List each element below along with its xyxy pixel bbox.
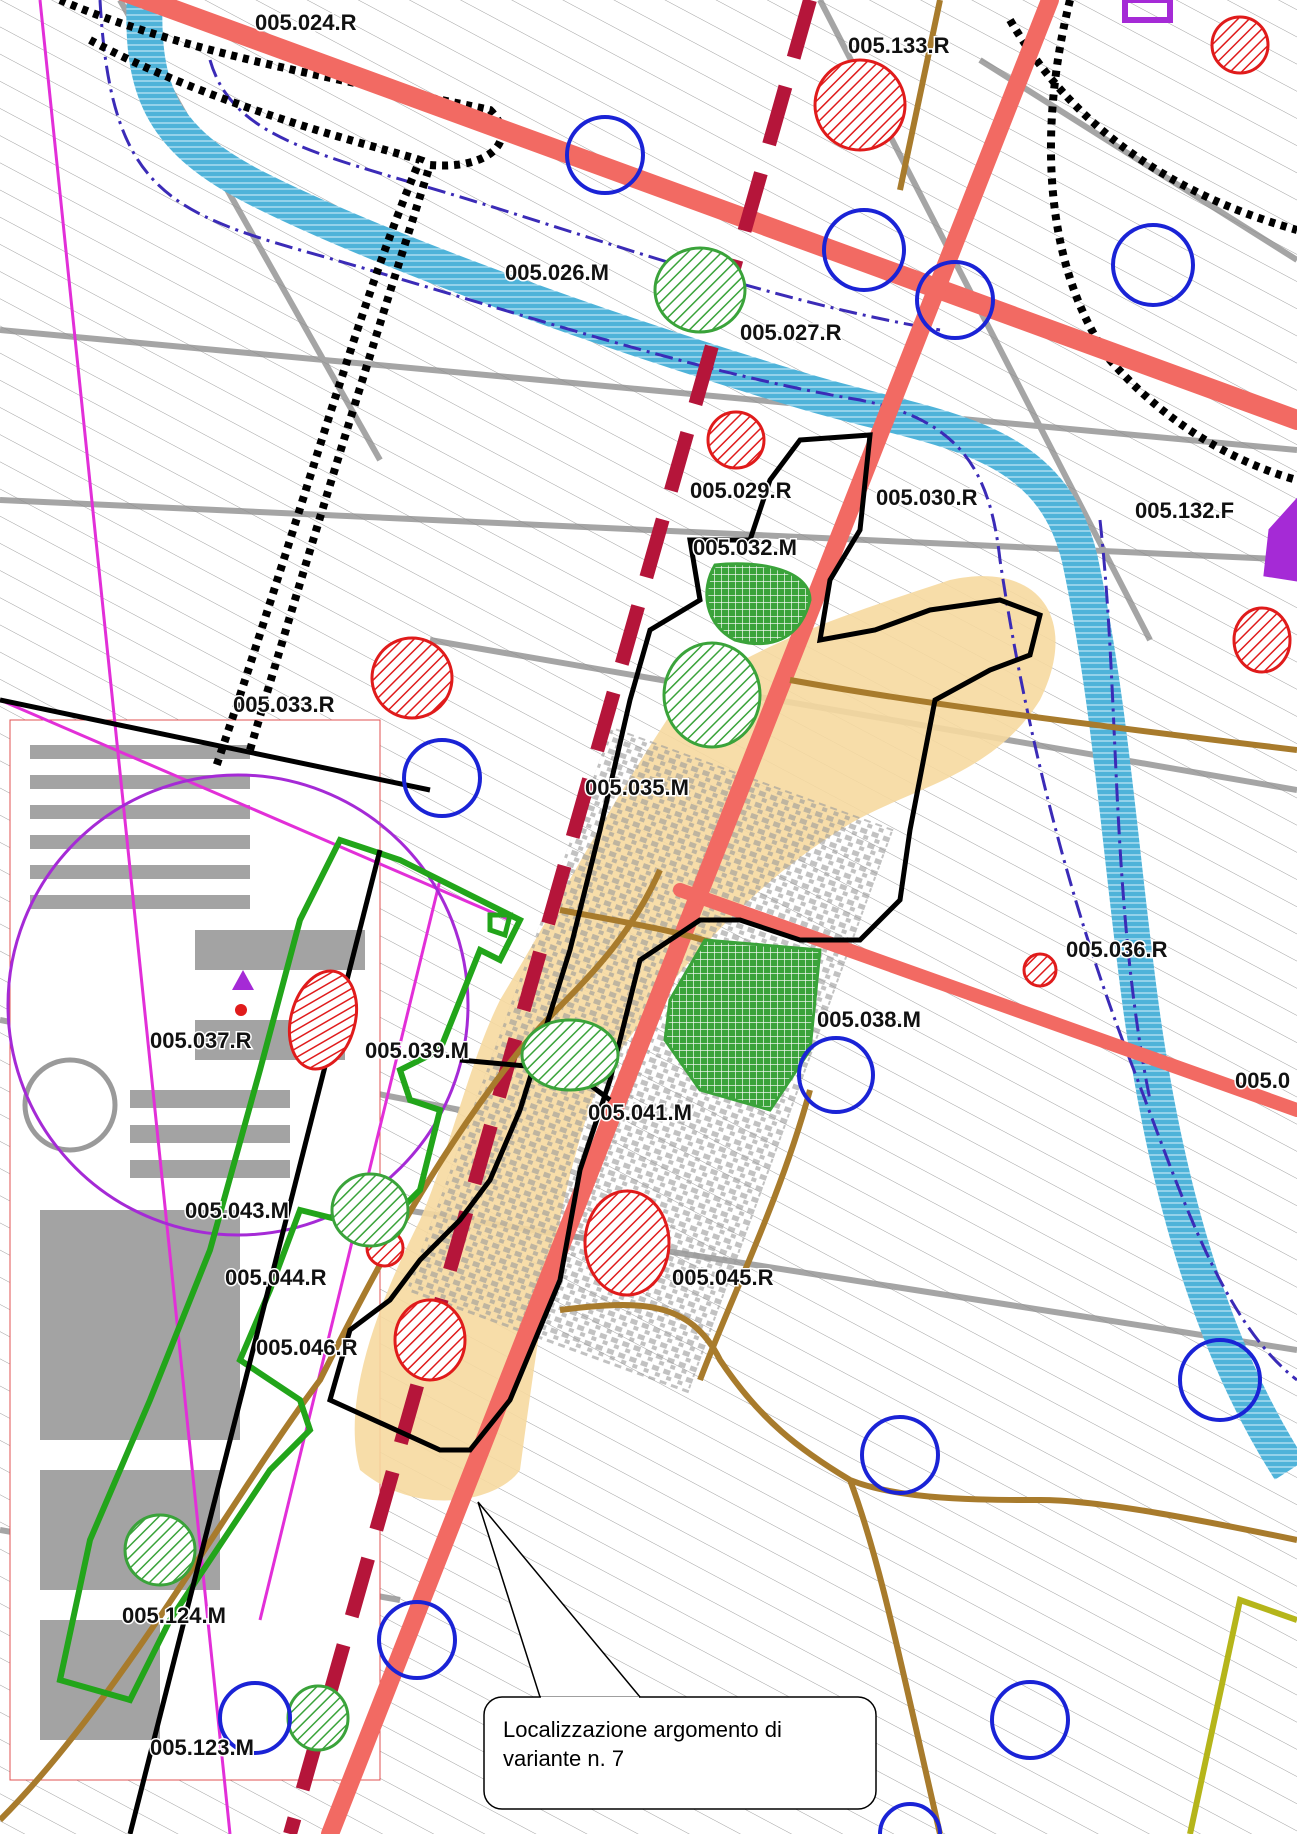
callout-line-1: Localizzazione argomento di <box>503 1717 782 1742</box>
red-point-marker <box>235 1004 247 1016</box>
label-005-044-r: 005.044.R <box>225 1265 327 1290</box>
green-outline <box>56 836 525 1704</box>
label-005-027-r: 005.027.R <box>740 320 842 345</box>
label-005-037-r: 005.037.R <box>150 1028 252 1053</box>
label-005-045-r: 005.045.R <box>672 1265 774 1290</box>
label-005-035-m: 005.035.M <box>585 775 689 800</box>
label-005-029-r: 005.029.R <box>690 478 792 503</box>
yellow-boundary <box>1187 1596 1297 1834</box>
label-005-026-m: 005.026.M <box>505 260 609 285</box>
label-005-024-r: 005.024.R <box>255 10 357 35</box>
label-005-132-f: 005.132.F <box>1135 498 1234 523</box>
dotted-boundaries <box>58 0 1297 772</box>
label-005-039-m: 005.039.M <box>365 1038 469 1063</box>
blue-ring-sites <box>218 115 1262 1834</box>
main-roads <box>118 0 1297 1834</box>
magenta-lines <box>0 0 511 1834</box>
label-005-123-m: 005.123.M <box>150 1735 254 1760</box>
label-005-041-m: 005.041.M <box>588 1100 692 1125</box>
triangle-marker-icon <box>232 970 254 990</box>
purple-buffer-circle <box>6 773 470 1237</box>
callout-box <box>483 1696 877 1810</box>
purple-square <box>1122 0 1173 23</box>
boundary-dashdot <box>98 0 1297 1382</box>
label-005-036-r: 005.036.R <box>1066 937 1168 962</box>
label-005-038-m: 005.038.M <box>817 1007 921 1032</box>
site-code-labels: 005.024.R 005.133.R 005.026.M 005.027.R … <box>121 9 1292 1762</box>
urban-buildings <box>406 726 894 1394</box>
label-005-033-r: 005.033.R <box>233 692 335 717</box>
callout-text: Localizzazione argomento di variante n. … <box>503 1715 863 1773</box>
label-005-0-right: 005.0 <box>1235 1068 1290 1093</box>
label-005-030-r: 005.030.R <box>876 485 978 510</box>
label-005-032-m: 005.032.M <box>693 535 797 560</box>
callout-line-2: variante n. 7 <box>503 1746 625 1771</box>
canal <box>126 0 1297 1480</box>
label-005-046-r: 005.046.R <box>256 1335 358 1360</box>
label-005-133-r: 005.133.R <box>848 33 950 58</box>
green-hatched-sites <box>123 246 822 1752</box>
label-005-124-m: 005.124.M <box>122 1603 226 1628</box>
label-005-043-m: 005.043.M <box>185 1198 289 1223</box>
